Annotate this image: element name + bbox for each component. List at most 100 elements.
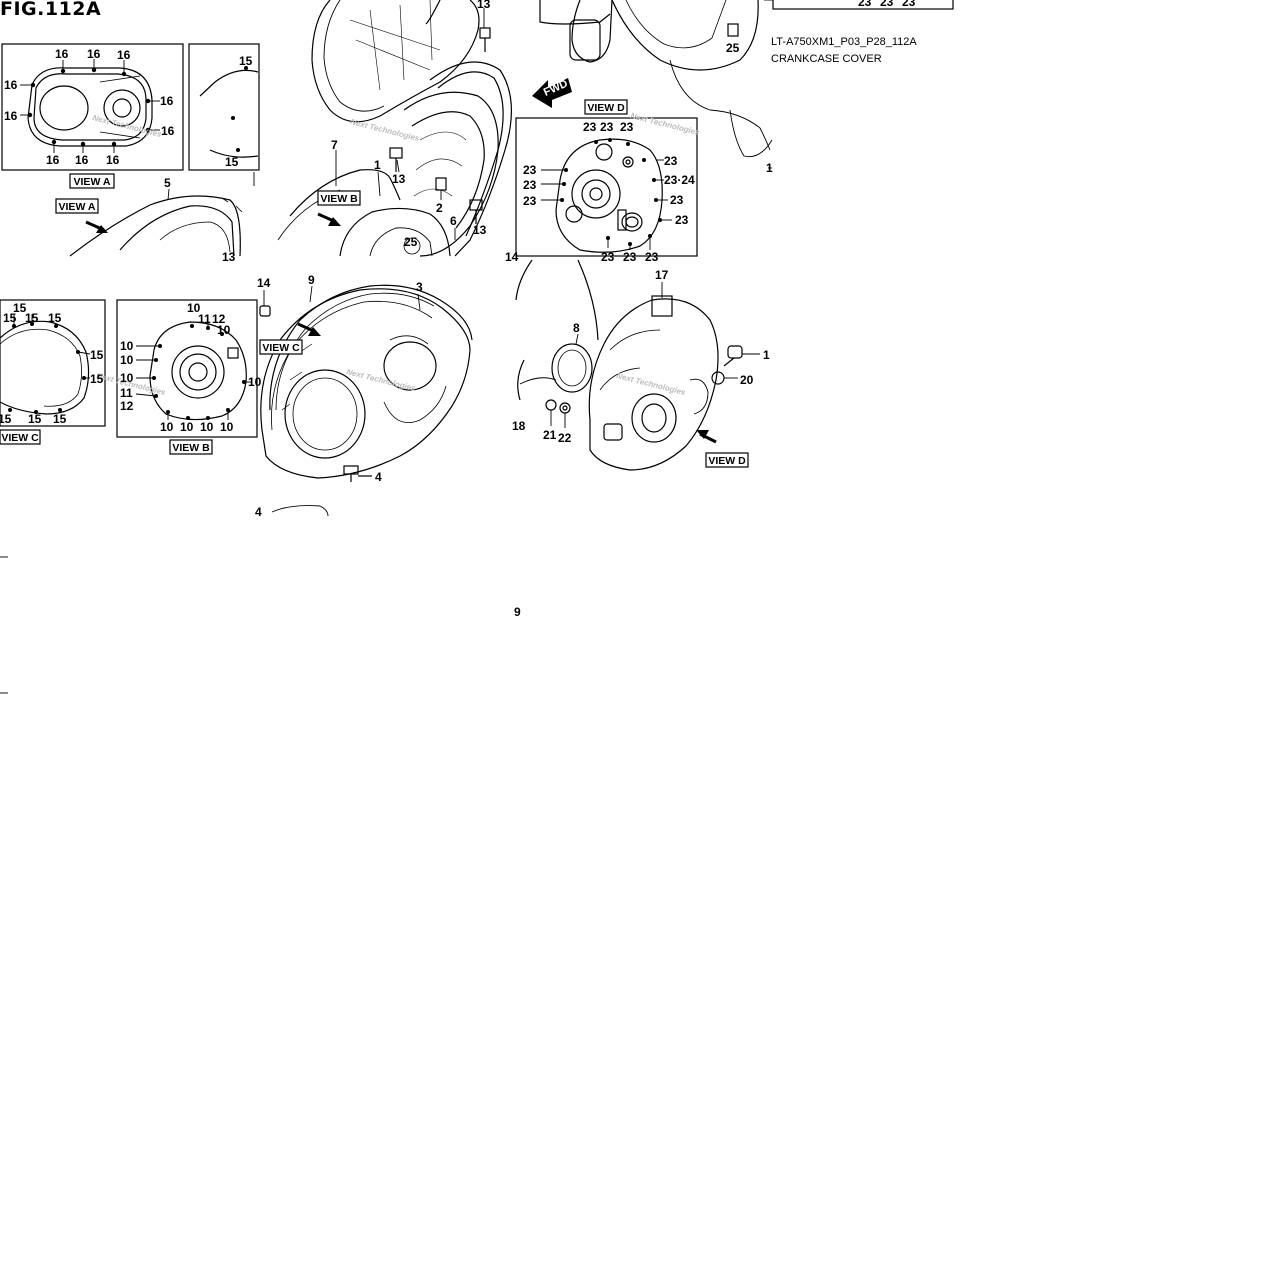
callout-10: 10	[120, 353, 134, 367]
callout-9: 9	[308, 273, 315, 287]
callout-13: 13	[477, 0, 491, 11]
gasket-item-4-fragment	[271, 505, 329, 517]
view-b-bolt-points	[152, 324, 246, 420]
callout-15: 15	[3, 311, 17, 325]
callout-16: 16	[87, 47, 101, 61]
view-c-partial-points	[231, 66, 248, 152]
bolt-item-4	[343, 465, 372, 482]
dowel-item-2	[435, 177, 447, 191]
callout-10: 10	[220, 420, 234, 434]
callout-25: 25	[726, 41, 740, 55]
callout-4-fragment: 4	[255, 505, 262, 519]
callout-19-fragment: 1	[763, 348, 770, 362]
crankcase-cover-upper	[539, 0, 773, 158]
callout-16: 16	[46, 153, 60, 167]
callout-16: 16	[75, 153, 89, 167]
callout-23: 23	[601, 250, 615, 264]
view-d-arrow	[696, 430, 709, 439]
callout-16: 16	[55, 47, 69, 61]
callout-12: 12	[212, 312, 226, 326]
callout-23: 23	[583, 120, 597, 134]
clutch-cover-upper	[311, 0, 480, 123]
outer-cover-item-3	[260, 288, 471, 479]
forward-direction-arrow	[532, 78, 572, 108]
view-c-cover-outline	[0, 320, 90, 415]
callout-23: 23	[623, 250, 637, 264]
callout-15: 15	[90, 348, 104, 362]
crankcase-gasket-fragment	[515, 259, 599, 401]
callout-14: 14	[505, 250, 519, 264]
callout-15: 15	[48, 311, 62, 325]
clutch-cover-item-1	[403, 91, 499, 257]
view-labels: VIEW A VIEW A VIEW B VIEW D VIEW C VIEW …	[0, 78, 749, 468]
panel-5-leaders	[263, 285, 421, 311]
callout-4: 4	[375, 470, 382, 484]
callout-23: 23	[600, 120, 614, 134]
plug-item-21	[545, 399, 557, 411]
callout-13: 13	[473, 223, 487, 237]
view-d-pointer-label: VIEW D	[708, 455, 746, 467]
view-b-cover-outline	[149, 321, 247, 421]
callout-21: 21	[543, 428, 557, 442]
view-b-leaders	[135, 318, 252, 420]
view-c-partial-box	[188, 43, 260, 171]
panel-6-leaders	[550, 282, 760, 428]
callout-15: 15	[90, 372, 104, 386]
callout-23-24: 23·24	[664, 173, 695, 187]
callout-10: 10	[187, 301, 201, 315]
view-a-pointer-label: VIEW A	[59, 201, 96, 213]
watermark-text: Next Technologies	[616, 371, 687, 397]
view-c-bolt-points	[8, 322, 86, 414]
view-d-cover-outline	[555, 138, 663, 253]
view-c-label: VIEW C	[1, 432, 39, 444]
figure-title: FIG.112A	[0, 0, 102, 20]
bolt-item-13-top	[479, 27, 491, 52]
callout-15: 15	[0, 412, 12, 426]
legend-box-fragment	[772, 0, 954, 10]
callout-7: 7	[331, 138, 338, 152]
callout-10: 10	[217, 323, 231, 337]
callout-25: 25	[404, 235, 418, 249]
gasket-item-6	[429, 61, 512, 257]
callout-20: 20	[740, 373, 754, 387]
view-c-leaders	[13, 314, 91, 414]
gasket-item-8	[551, 343, 593, 393]
figure-code: LT-A750XM1_P03_P28_112A	[771, 36, 917, 48]
callout-8: 8	[573, 321, 580, 335]
callout-23: 23	[523, 194, 537, 208]
callout-1: 1	[374, 158, 381, 172]
callout-10: 10	[180, 420, 194, 434]
watermark-text: Next Technologies	[350, 117, 421, 143]
pin-item-14	[259, 305, 271, 317]
callout-10: 10	[200, 420, 214, 434]
callouts: 16 16 16 16 16 16 16 16 16 16 15 15 5 13…	[0, 0, 916, 619]
callout-15: 15	[53, 412, 67, 426]
callout-11: 11	[198, 312, 211, 326]
callout-23: 23	[664, 154, 678, 168]
callout-13: 13	[222, 250, 236, 264]
callout-1-fragment: 1	[766, 161, 773, 175]
view-b-box	[116, 299, 258, 438]
callout-16: 16	[4, 78, 18, 92]
callout-10: 10	[120, 371, 134, 385]
view-c-box	[0, 299, 106, 427]
callout-15: 15	[28, 412, 42, 426]
callout-15: 15	[25, 311, 39, 325]
callout-10: 10	[160, 420, 174, 434]
callout-16: 16	[161, 124, 175, 138]
callout-17: 17	[655, 268, 669, 282]
view-d-leaders	[541, 159, 672, 250]
callout-16: 16	[117, 48, 131, 62]
callout-23: 23	[858, 0, 872, 9]
view-a-bolt-points	[27, 67, 151, 147]
callout-10-fragment: 10	[248, 375, 262, 389]
view-d-label: VIEW D	[587, 102, 625, 114]
callout-3: 3	[416, 280, 423, 294]
callout-23: 23	[620, 120, 634, 134]
view-c-pointer-label: VIEW C	[262, 342, 300, 354]
callout-16: 16	[160, 94, 174, 108]
callout-11: 11	[120, 386, 133, 400]
callout-10: 10	[120, 339, 134, 353]
